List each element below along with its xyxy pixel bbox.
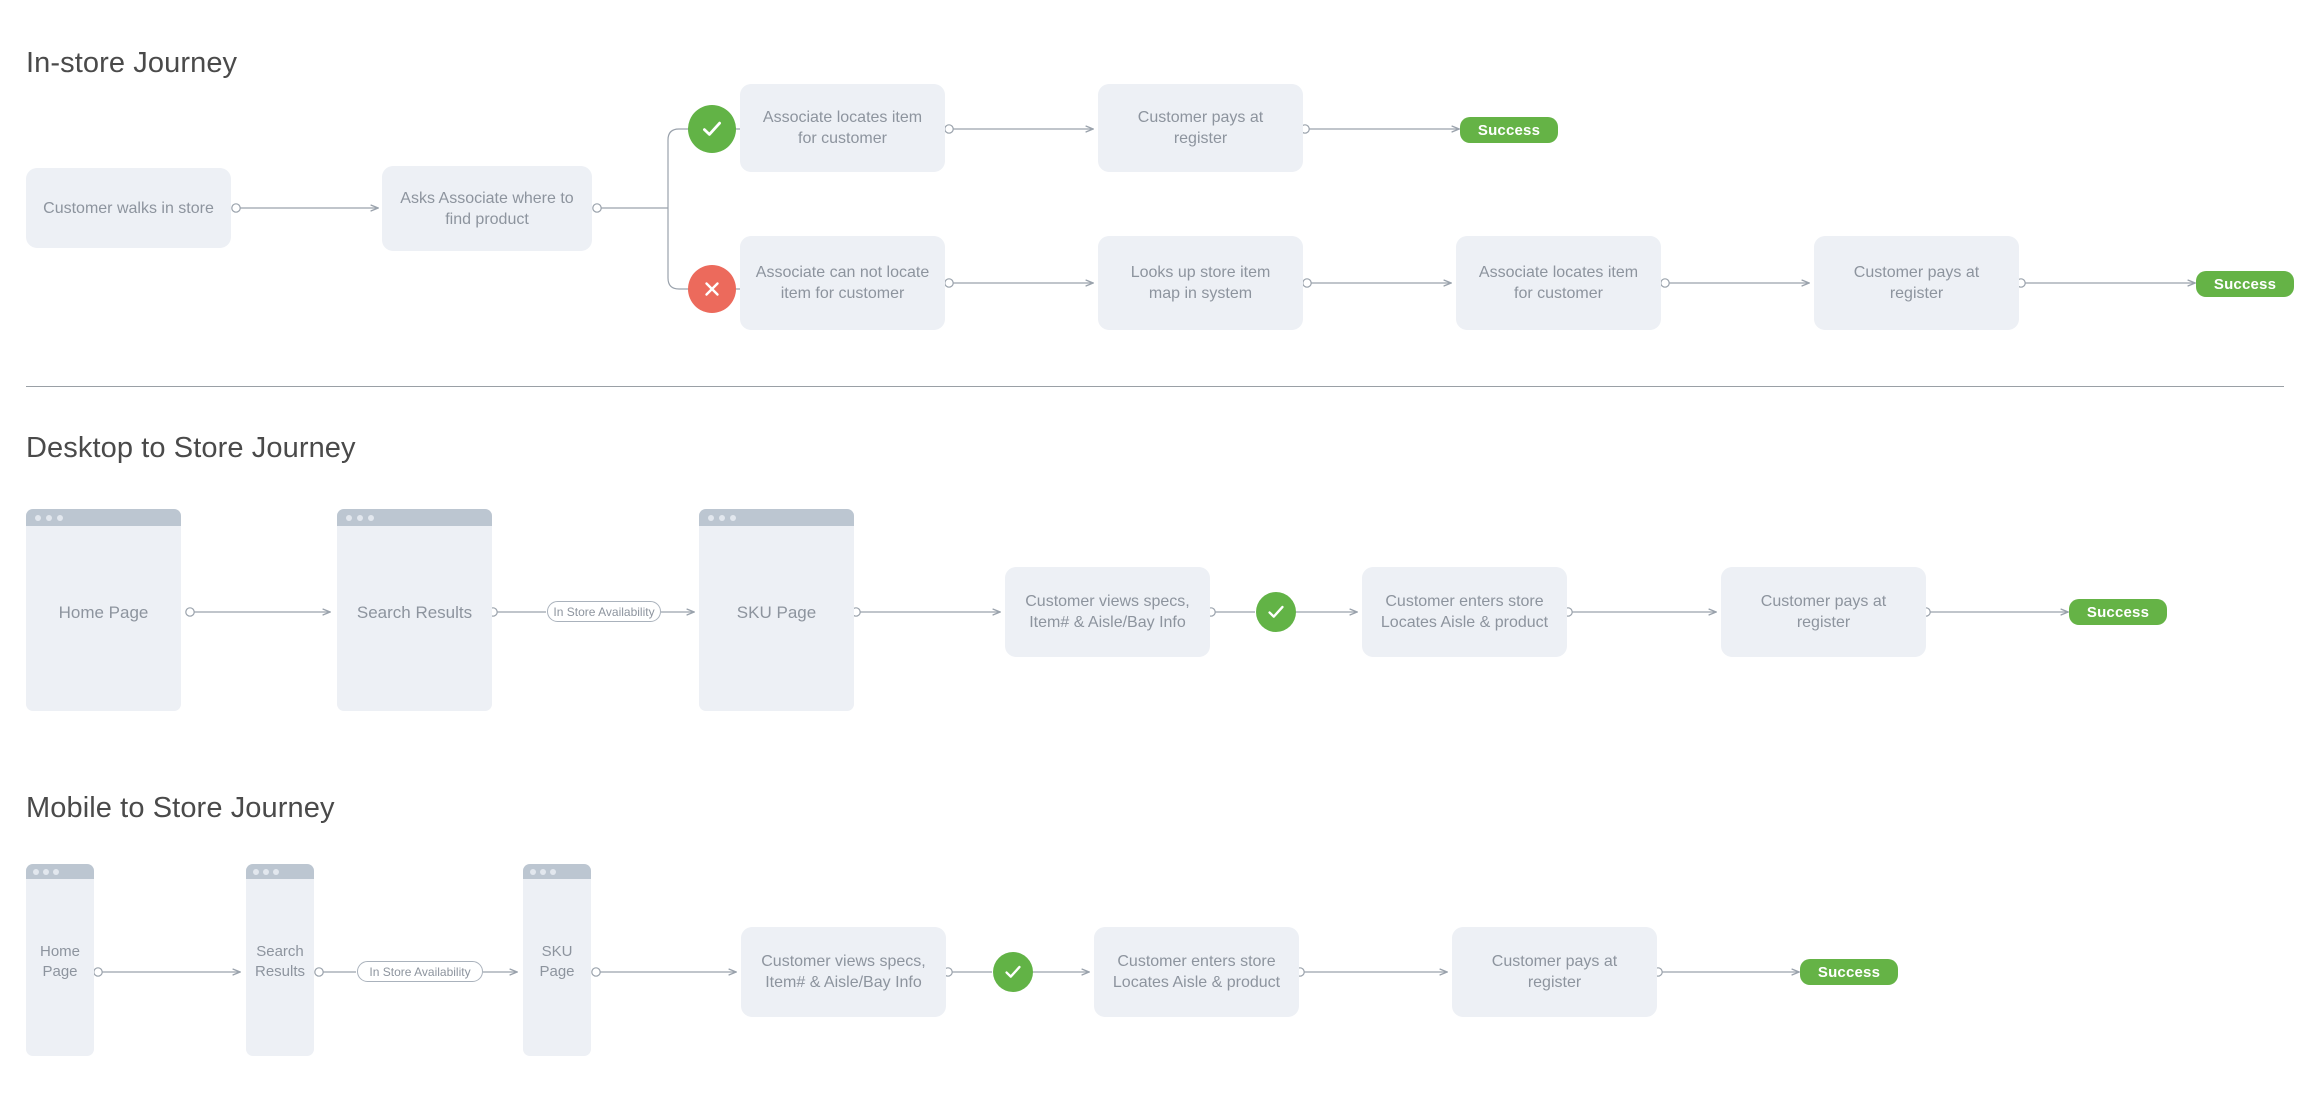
window-dot-icon	[708, 514, 714, 521]
success-badge-in-store-2: Success	[2196, 271, 2294, 297]
status-check-icon-mobile	[993, 952, 1033, 992]
node-customer-views-specs-desktop: Customer views specs, Item# & Aisle/Bay …	[1005, 567, 1210, 657]
check-glyph	[1268, 605, 1284, 618]
node-associate-cannot-locate: Associate can not locate item for custom…	[740, 236, 945, 330]
node-associate-locates-item-1: Associate locates item for customer	[740, 84, 945, 172]
node-customer-views-specs-mobile: Customer views specs, Item# & Aisle/Bay …	[741, 927, 946, 1017]
window-dot-icon	[253, 868, 259, 875]
window-dot-icon	[35, 514, 41, 521]
node-label: Customer pays at register	[1137, 109, 1264, 147]
device-phone-search-results: Search Results	[246, 864, 314, 1056]
check-glyph	[703, 121, 721, 136]
device-label: Search Results	[254, 943, 306, 980]
node-label: Customer views specs, Item# & Aisle/Bay …	[761, 953, 926, 991]
window-dot-icon	[33, 868, 39, 875]
pill-label: In Store Availability	[369, 964, 471, 979]
status-check-icon-desktop	[1256, 592, 1296, 632]
cross-glyph	[705, 282, 719, 296]
window-dot-icon	[46, 514, 52, 521]
section-divider-1	[26, 386, 2284, 387]
window-dot-icon	[57, 514, 63, 521]
device-phone-home-page: Home Page	[26, 864, 94, 1056]
pill-in-store-availability-desktop: In Store Availability	[547, 601, 661, 622]
node-customer-pays-register-desktop: Customer pays at register	[1721, 567, 1926, 657]
window-dot-icon	[53, 868, 59, 875]
status-check-icon-1	[688, 105, 736, 153]
node-label: Associate locates item for customer	[762, 109, 923, 147]
node-customer-enters-store-mobile: Customer enters store Locates Aisle & pr…	[1094, 927, 1299, 1017]
node-customer-pays-register-1: Customer pays at register	[1098, 84, 1303, 172]
section-title-in-store: In-store Journey	[26, 47, 238, 79]
badge-label: Success	[1477, 121, 1541, 139]
window-dot-icon	[263, 868, 269, 875]
window-dot-icon	[43, 868, 49, 875]
badge-label: Success	[2086, 603, 2150, 621]
device-label: Search Results	[356, 603, 473, 622]
window-dot-icon	[357, 514, 363, 521]
node-label: Customer enters store Locates Aisle & pr…	[1380, 593, 1549, 631]
window-dot-icon	[550, 868, 556, 875]
device-label: SKU Page	[539, 943, 575, 980]
node-label: Associate locates item for customer	[1478, 264, 1639, 302]
phone-titlebar	[246, 864, 314, 879]
node-label: Customer pays at register	[1760, 593, 1887, 631]
success-badge-mobile: Success	[1800, 959, 1898, 985]
node-customer-walks-in-store: Customer walks in store	[26, 168, 231, 248]
node-label: Customer enters store Locates Aisle & pr…	[1112, 953, 1281, 991]
node-label: Looks up store item map in system	[1130, 264, 1271, 302]
window-dot-icon	[273, 868, 279, 875]
node-label: Associate can not locate item for custom…	[755, 264, 930, 302]
node-label: Customer views specs, Item# & Aisle/Bay …	[1025, 593, 1190, 631]
badge-label: Success	[1817, 963, 1881, 981]
node-looks-up-store-item-map: Looks up store item map in system	[1098, 236, 1303, 330]
device-browser-home-page: Home Page	[26, 509, 181, 711]
success-badge-desktop: Success	[2069, 599, 2167, 625]
node-label: Customer walks in store	[43, 199, 214, 217]
browser-titlebar	[699, 509, 854, 526]
badge-label: Success	[2213, 275, 2277, 293]
device-label: Home Page	[58, 603, 149, 622]
node-customer-pays-register-mobile: Customer pays at register	[1452, 927, 1657, 1017]
device-browser-search-results: Search Results	[337, 509, 492, 711]
section-title-mobile: Mobile to Store Journey	[26, 792, 335, 824]
status-cross-icon-1	[688, 265, 736, 313]
device-browser-sku-page: SKU Page	[699, 509, 854, 711]
section-title-desktop: Desktop to Store Journey	[26, 432, 356, 464]
device-label: Home Page	[39, 943, 80, 980]
window-dot-icon	[368, 514, 374, 521]
window-dot-icon	[346, 514, 352, 521]
node-associate-locates-item-2: Associate locates item for customer	[1456, 236, 1661, 330]
node-label: Customer pays at register	[1491, 953, 1618, 991]
window-dot-icon	[719, 514, 725, 521]
node-customer-enters-store-desktop: Customer enters store Locates Aisle & pr…	[1362, 567, 1567, 657]
browser-titlebar	[26, 509, 181, 526]
node-customer-pays-register-2: Customer pays at register	[1814, 236, 2019, 330]
device-phone-sku-page: SKU Page	[523, 864, 591, 1056]
browser-titlebar	[337, 509, 492, 526]
node-label: Asks Associate where to find product	[400, 189, 574, 228]
device-label: SKU Page	[736, 603, 817, 622]
window-dot-icon	[530, 868, 536, 875]
pill-in-store-availability-mobile: In Store Availability	[357, 961, 483, 982]
window-dot-icon	[730, 514, 736, 521]
pill-label: In Store Availability	[553, 604, 655, 619]
node-label: Customer pays at register	[1853, 264, 1980, 302]
node-asks-associate: Asks Associate where to find product	[382, 166, 592, 251]
phone-titlebar	[523, 864, 591, 879]
success-badge-in-store-1: Success	[1460, 117, 1558, 143]
check-glyph	[1005, 965, 1021, 978]
phone-titlebar	[26, 864, 94, 879]
window-dot-icon	[540, 868, 546, 875]
